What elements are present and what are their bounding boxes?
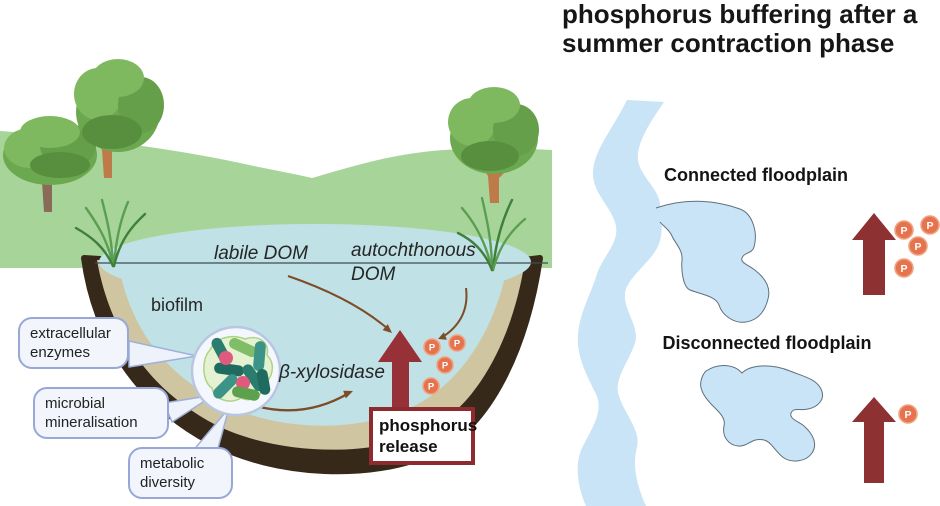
p-letter: P: [904, 409, 911, 421]
p-letter: P: [428, 382, 435, 393]
beta-xylosidase-label: β-xylosidase: [279, 362, 385, 383]
p-letter: P: [914, 241, 921, 253]
bacteria-rods: [211, 337, 271, 401]
p-letter: P: [900, 225, 907, 237]
grass-tuft-icon: [456, 196, 527, 272]
floodplain-illustration: P P P P P: [577, 100, 940, 506]
connected-floodplain-label: Connected floodplain: [664, 165, 848, 185]
bacteria-rod: [256, 369, 271, 395]
bacteria-rod: [214, 362, 244, 377]
disconnected-floodplain-water: [700, 365, 823, 462]
callout-microbial-mineralisation: microbial mineralisation: [33, 387, 169, 439]
p-letter: P: [900, 263, 907, 275]
bacteria-rod: [229, 338, 258, 358]
bacteria-rod: [213, 374, 238, 399]
connected-floodplain-water: [655, 200, 770, 323]
phosphorus-release-arrow: [852, 397, 896, 483]
connected-release: P P P P: [852, 213, 940, 295]
tree-icon: [74, 59, 164, 178]
p-molecule-icon: P: [423, 338, 441, 356]
grass-tuft-icon: [74, 198, 147, 268]
pond-water-surface: [99, 224, 531, 300]
bacteria-coccus: [236, 376, 250, 390]
p-molecule-icon: P: [908, 236, 928, 256]
river: [577, 100, 664, 506]
figure-title-line1: phosphorus buffering after a: [562, 0, 918, 29]
p-molecules: P P P P: [422, 334, 466, 395]
biofilm-magnifier: [190, 325, 282, 417]
callout-extracellular-enzymes: extracellular enzymes: [18, 317, 129, 369]
p-molecule-icon: P: [448, 334, 466, 352]
p-molecule-icon: P: [422, 377, 440, 395]
bacteria-rod: [232, 386, 260, 401]
bacteria-coccus: [219, 351, 233, 365]
xylosidase-arrow: [255, 390, 353, 412]
tree-icon: [3, 116, 97, 212]
callout-metabolic-diversity: metabolic diversity: [128, 447, 233, 499]
autochthonous-dom-label: autochthonous DOM: [351, 240, 476, 285]
bacteria-rod: [253, 341, 266, 372]
phosphorus-release-arrow: [378, 330, 422, 413]
p-letter: P: [429, 343, 436, 354]
p-molecule-icon: P: [898, 404, 918, 424]
labile-dom-arrow: [287, 275, 392, 333]
labile-dom-label: labile DOM: [214, 243, 308, 264]
disconnected-release: P: [852, 397, 918, 483]
pond-illustration: P P P P: [0, 59, 552, 475]
tree-icon: [448, 87, 539, 203]
figure-title-line2: summer contraction phase: [562, 28, 895, 58]
disconnected-floodplain-label: Disconnected floodplain: [662, 333, 872, 353]
autochthonous-dom-arrow: [438, 287, 468, 340]
p-letter: P: [926, 220, 933, 232]
figure-title: phosphorus buffering after a summer cont…: [562, 0, 940, 58]
p-molecule-icon: P: [894, 258, 914, 278]
callout-wedges: [128, 340, 230, 453]
biofilm-label: biofilm: [151, 295, 204, 315]
p-molecule-icon: P: [894, 220, 914, 240]
p-letter: P: [454, 339, 461, 350]
p-molecule-icon: P: [920, 215, 940, 235]
p-letter: P: [442, 361, 449, 372]
phosphorus-release-arrow: [852, 213, 896, 295]
phosphorus-release-box: phosphorus release: [369, 407, 477, 465]
p-molecule-icon: P: [436, 356, 454, 374]
